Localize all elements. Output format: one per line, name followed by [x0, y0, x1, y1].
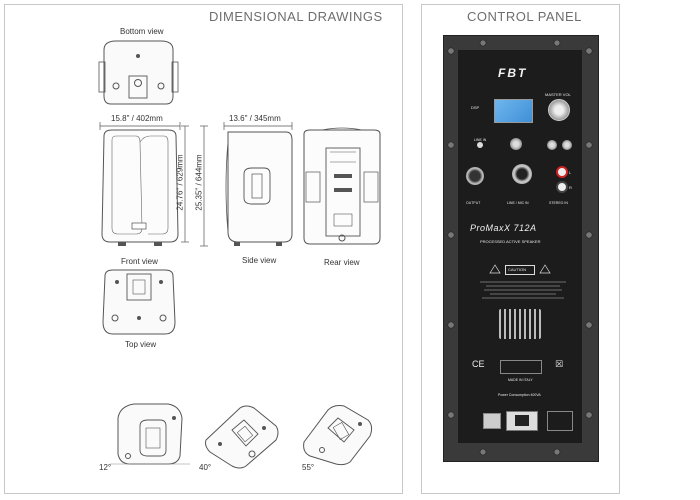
mains-rating-label	[547, 411, 573, 431]
mounting-screws	[447, 39, 593, 456]
angle-55-label: 55°	[302, 463, 315, 472]
top-view-label: Top view	[125, 340, 157, 349]
brand-logo: FBT	[498, 66, 528, 80]
angle-12-drawing	[110, 403, 190, 465]
angle-55-drawing	[303, 405, 373, 466]
rear-view-label: Rear view	[324, 258, 360, 267]
made-in-label: MADE IN ITALY	[508, 378, 533, 382]
iec-socket-icon	[515, 415, 529, 426]
model-name: ProMaxX 712A	[470, 223, 537, 233]
front-view-label: Front view	[121, 257, 158, 266]
power-consumption-label: Power Consumption 400VA	[498, 393, 541, 397]
caution-label: CAUTION	[508, 267, 526, 272]
stereo-in-rca-r[interactable]	[556, 181, 568, 193]
serial-label-box	[500, 360, 542, 374]
ce-mark: CE	[472, 359, 485, 369]
stereo-in-rca-l[interactable]	[556, 166, 568, 178]
power-switch[interactable]	[483, 413, 501, 429]
dimensional-drawings-title: DIMENSIONAL DRAWINGS	[209, 9, 383, 24]
caution-box	[505, 265, 535, 275]
side-view-drawing	[223, 122, 293, 246]
line-mic-combo-jack[interactable]	[512, 164, 532, 184]
dsp-display	[494, 99, 533, 123]
height-dimension-1: 24.76" / 629mm	[175, 154, 185, 211]
side-view-label: Side view	[242, 256, 277, 265]
iec-power-inlet[interactable]	[506, 411, 538, 431]
angle-40-drawing	[205, 405, 279, 469]
gain-knob-3[interactable]	[562, 140, 572, 150]
heatsink-grille	[499, 309, 541, 339]
stereo-r-label: R	[569, 185, 572, 190]
output-label: OUTPUT	[466, 201, 481, 205]
gain-knob-2[interactable]	[547, 140, 557, 150]
width-dimension: 15.8" / 402mm	[111, 114, 163, 123]
bottom-view-drawing	[98, 40, 179, 105]
warning-text-lines	[480, 281, 566, 299]
line-in-label: LINE IN	[474, 138, 487, 142]
height-dimension-2: 25.35" / 644mm	[194, 154, 204, 211]
angle-12-label: 12°	[99, 463, 112, 472]
front-view-drawing	[99, 122, 181, 246]
line-in-switch[interactable]	[477, 142, 483, 148]
stereo-l-label: L	[569, 170, 572, 175]
line-mic-in-label: LINE / MIC IN	[507, 201, 529, 205]
output-xlr-jack[interactable]	[466, 167, 484, 185]
bottom-view-label: Bottom view	[120, 27, 164, 36]
depth-dimension: 13.6" / 345mm	[229, 114, 281, 123]
control-panel-title: CONTROL PANEL	[467, 9, 582, 24]
height-dimension-lines	[181, 125, 208, 247]
master-vol-label: MASTER VOL	[545, 92, 571, 97]
dsp-label: DSP	[471, 105, 480, 110]
stereo-in-label: STEREO IN	[549, 201, 568, 205]
top-view-drawing	[102, 269, 176, 335]
gain-knob-1[interactable]	[510, 138, 522, 150]
angle-40-label: 40°	[199, 463, 212, 472]
warning-triangle-icons	[489, 264, 551, 274]
weee-bin-icon: ☒	[555, 359, 564, 369]
model-subtitle: PROCESSED ACTIVE SPEAKER	[480, 239, 541, 244]
master-volume-knob[interactable]	[548, 99, 570, 121]
rear-view-drawing	[303, 127, 381, 245]
